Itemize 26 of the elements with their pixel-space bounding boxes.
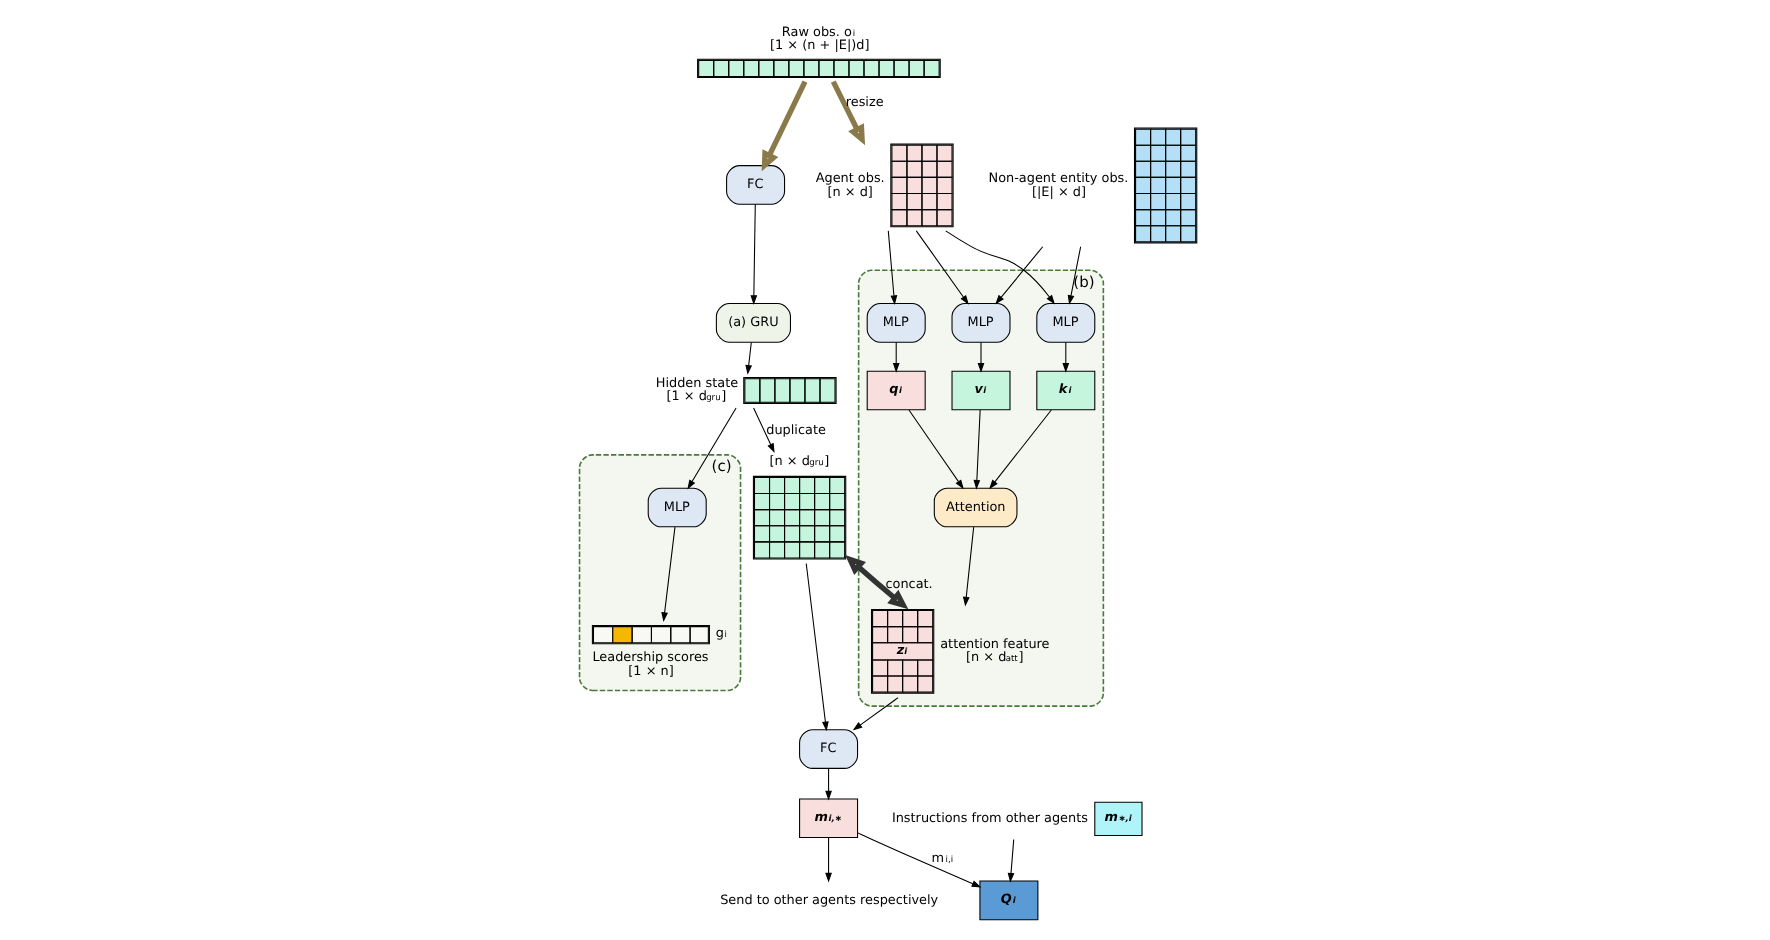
arrow: [1066, 245, 1081, 304]
arrow: [907, 408, 963, 489]
arrow: [944, 229, 1054, 304]
arrow: [961, 525, 974, 606]
arrow: [1006, 838, 1014, 882]
arrow: [891, 341, 899, 372]
arrow: [744, 341, 752, 374]
arrow: [994, 245, 1043, 304]
arrow: [824, 766, 831, 800]
arrow: [914, 229, 968, 304]
arrow: [804, 561, 828, 731]
arrow: [1061, 341, 1069, 372]
arrow: [686, 406, 736, 489]
arrow: [760, 79, 807, 171]
arrow: [988, 408, 1051, 489]
arrow: [829, 79, 865, 145]
arrow: [844, 554, 908, 609]
arrow: [976, 341, 984, 372]
arrow: [824, 836, 831, 882]
arrow: [856, 831, 981, 887]
arrow: [749, 202, 757, 304]
arrow: [752, 406, 774, 453]
arrow: [660, 525, 675, 621]
arrow: [886, 229, 897, 305]
arrow: [851, 696, 898, 730]
arrow: [972, 408, 980, 489]
